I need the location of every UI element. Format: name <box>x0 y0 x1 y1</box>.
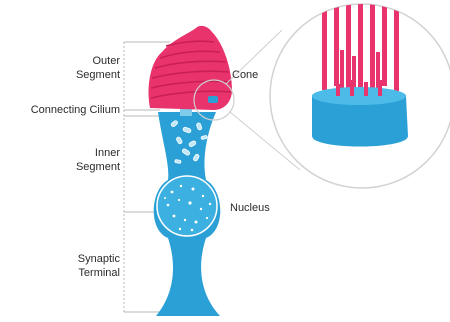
zoom-view <box>270 0 450 188</box>
label-outer-segment-line1: Outer <box>92 55 120 67</box>
label-outer-segment-line2: Segment <box>76 69 120 81</box>
label-cone: Cone <box>232 69 258 81</box>
label-connecting-cilium: Connecting Cilium <box>31 104 120 116</box>
label-synaptic-terminal-line2: Terminal <box>78 267 120 279</box>
label-nucleus: Nucleus <box>230 202 270 214</box>
label-inner-segment-line2: Segment <box>76 161 120 173</box>
label-inner-segment-line1: Inner <box>95 147 120 159</box>
cell-body <box>154 108 221 316</box>
label-synaptic-terminal-line1: Synaptic <box>78 253 121 265</box>
magnified-cilium-mini <box>208 96 218 103</box>
outer-segment <box>149 26 233 110</box>
nucleus-circle <box>157 176 217 236</box>
